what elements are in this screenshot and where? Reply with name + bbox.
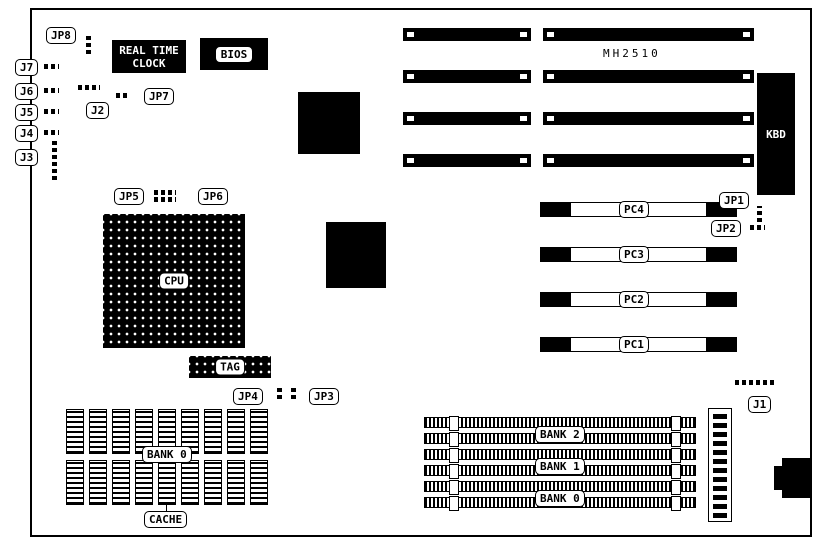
chipset-chip-2 [326,222,386,288]
cache-dip-socket [66,460,84,505]
rtc-chip: REAL TIME CLOCK [112,40,186,73]
label-jp1: JP1 [719,192,749,209]
label-cache: CACHE [144,511,188,528]
cache-dip-socket [227,460,245,505]
label-j7: J7 [15,59,39,76]
cache-dip-socket [135,460,153,505]
isa-slot [403,154,531,167]
tag-socket: TAG [189,356,271,378]
power-pin-strip [708,408,732,522]
cache-dip-socket [204,460,222,505]
power-connector [782,458,810,498]
board-outline [30,8,812,537]
jp5-jp6-pins-icon [154,190,176,195]
cache-dip-socket [250,460,268,505]
isa-slot [403,112,531,125]
cache-dip-socket [89,409,107,454]
cache-dip-socket [112,409,130,454]
label-cpu: CPU [159,272,189,290]
keyboard-connector-label: KBD [766,127,786,141]
isa-slot [403,70,531,83]
label-j2: J2 [86,102,110,119]
isa-slot [543,70,754,83]
j4-pins-icon [44,130,59,135]
label-tag: TAG [215,358,245,376]
power-connector-key [774,466,784,490]
cache-dip-socket [89,460,107,505]
jp5-jp6-pins-icon [154,197,176,202]
label-jp5: JP5 [114,188,144,205]
jp3-pins-icon [291,385,296,399]
isa-slot [543,154,754,167]
cache-dip-socket [204,409,222,454]
label-jp6: JP6 [198,188,228,205]
label-cache-bank0: BANK 0 [142,446,192,463]
power-pin-strip-pins-icon [713,412,727,518]
label-j1: J1 [748,396,772,413]
j3-pins-icon [52,140,57,180]
label-bios: BIOS [214,45,254,63]
label-pc3: PC3 [619,246,649,263]
cache-leader-line [166,503,167,511]
label-j6: J6 [15,83,39,100]
label-pc4: PC4 [619,201,649,218]
label-pc2: PC2 [619,291,649,308]
rtc-chip-label: REAL TIME CLOCK [119,43,179,70]
isa-slot [403,28,531,41]
cache-dip-socket [66,409,84,454]
cache-dip-socket [112,460,130,505]
label-jp3: JP3 [309,388,339,405]
jp4-pins-icon [277,385,282,399]
label-j4: J4 [15,125,39,142]
j1-pins-icon [735,380,775,385]
cache-socket-block [66,409,268,505]
label-jp7: JP7 [144,88,174,105]
jp8-pins-icon [86,36,91,54]
bios-chip: BIOS [200,38,268,70]
label-bank1: BANK 1 [535,458,585,475]
jp1-pins-icon [757,206,762,222]
j6-pins-icon [44,88,59,93]
cache-dip-socket [181,460,199,505]
board-model-text: MH2510 [603,47,661,60]
label-jp2: JP2 [711,220,741,237]
chipset-chip-1 [298,92,360,154]
j2-pins-icon [78,85,100,90]
isa-slot [543,112,754,125]
cache-dip-socket [158,460,176,505]
label-j3: J3 [15,149,39,166]
label-bank2: BANK 2 [535,426,585,443]
isa-slot [543,28,754,41]
jp2-pins-icon [750,225,765,230]
cpu-socket: CPU [103,214,245,348]
label-j5: J5 [15,104,39,121]
jp7-pins-icon [116,93,130,98]
cache-dip-socket [250,409,268,454]
label-pc1: PC1 [619,336,649,353]
j5-pins-icon [44,109,59,114]
label-simm-bank0: BANK 0 [535,490,585,507]
j7-pins-icon [44,64,59,69]
keyboard-connector: KBD [757,73,795,195]
label-jp4: JP4 [233,388,263,405]
label-jp8: JP8 [46,27,76,44]
cache-dip-socket [227,409,245,454]
